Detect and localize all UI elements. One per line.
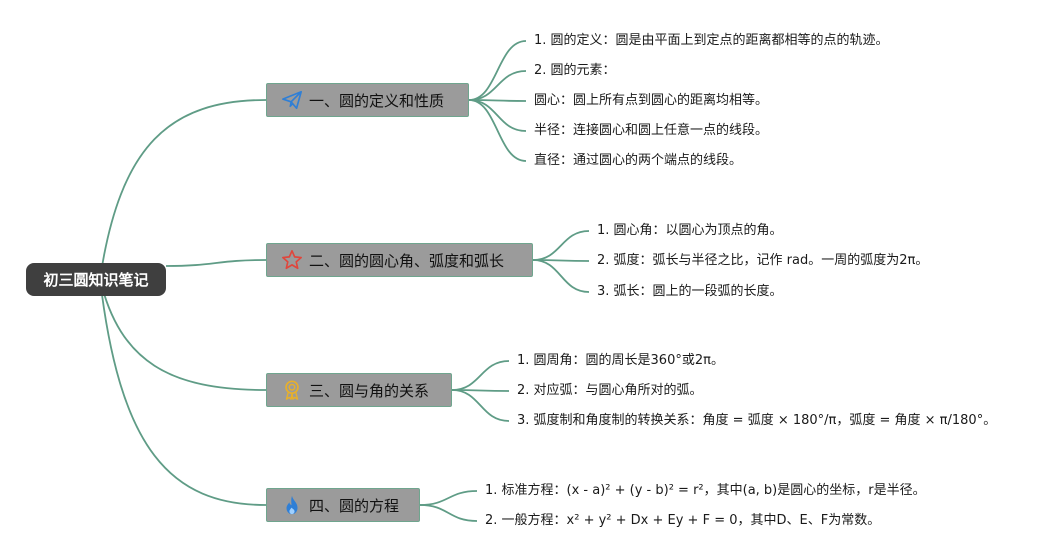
star-icon bbox=[281, 249, 303, 271]
branch-label: 二、圆的圆心角、弧度和弧长 bbox=[309, 251, 505, 270]
paper-plane-icon bbox=[281, 89, 303, 111]
root-label: 初三圆知识笔记 bbox=[43, 271, 149, 289]
branch-label: 一、圆的定义和性质 bbox=[309, 91, 445, 110]
leaf-item[interactable]: 3. 弧度制和角度制的转换关系：角度 = 弧度 × 180°/π，弧度 = 角度… bbox=[517, 413, 997, 428]
branch-node-arc[interactable]: 二、圆的圆心角、弧度和弧长 bbox=[266, 243, 533, 277]
leaf-connector bbox=[451, 389, 510, 422]
leaf-item[interactable]: 2. 弧度：弧长与半径之比，记作 rad。一周的弧度为2π。 bbox=[597, 253, 929, 268]
leaf-item[interactable]: 直径：通过圆心的两个端点的线段。 bbox=[534, 153, 743, 168]
root-connector bbox=[99, 278, 267, 506]
leaf-connector bbox=[468, 99, 527, 132]
leaf-connector bbox=[468, 40, 527, 101]
leaf-item[interactable]: 1. 标准方程：(x - a)² + (y - b)² = r²，其中(a, b… bbox=[485, 483, 926, 498]
leaf-connector bbox=[468, 99, 527, 162]
leaf-item[interactable]: 1. 圆周角：圆的周长是360°或2π。 bbox=[517, 353, 724, 368]
leaf-item[interactable]: 圆心：圆上所有点到圆心的距离均相等。 bbox=[534, 93, 769, 108]
leaf-item[interactable]: 1. 圆的定义：圆是由平面上到定点的距离都相等的点的轨迹。 bbox=[534, 33, 889, 48]
flame-icon bbox=[281, 494, 303, 516]
root-connector bbox=[165, 259, 267, 267]
branch-label: 三、圆与角的关系 bbox=[309, 381, 430, 400]
root-node[interactable]: 初三圆知识笔记 bbox=[26, 263, 166, 296]
leaf-connector bbox=[419, 504, 478, 522]
leaf-item[interactable]: 1. 圆心角：以圆心为顶点的角。 bbox=[597, 223, 783, 238]
leaf-item[interactable]: 2. 一般方程：x² + y² + Dx + Ey + F = 0，其中D、E、… bbox=[485, 513, 881, 528]
leaf-connector bbox=[419, 490, 478, 506]
leaf-item[interactable]: 半径：连接圆心和圆上任意一点的线段。 bbox=[534, 123, 769, 138]
leaf-item[interactable]: 3. 弧长：圆上的一段弧的长度。 bbox=[597, 284, 783, 299]
leaf-item[interactable]: 2. 圆的元素： bbox=[534, 63, 616, 78]
leaf-item[interactable]: 2. 对应弧：与圆心角所对的弧。 bbox=[517, 383, 703, 398]
branch-node-angle[interactable]: 三、圆与角的关系 bbox=[266, 373, 452, 407]
branch-label: 四、圆的方程 bbox=[309, 496, 400, 515]
award-medal-icon bbox=[281, 379, 303, 401]
leaf-connector bbox=[451, 360, 510, 391]
root-connector bbox=[99, 278, 267, 391]
root-connector bbox=[99, 99, 267, 280]
branch-node-definition[interactable]: 一、圆的定义和性质 bbox=[266, 83, 469, 117]
leaf-connector bbox=[532, 259, 590, 293]
branch-node-equation[interactable]: 四、圆的方程 bbox=[266, 488, 420, 522]
leaf-connector bbox=[532, 230, 590, 261]
leaf-connector bbox=[468, 70, 527, 101]
